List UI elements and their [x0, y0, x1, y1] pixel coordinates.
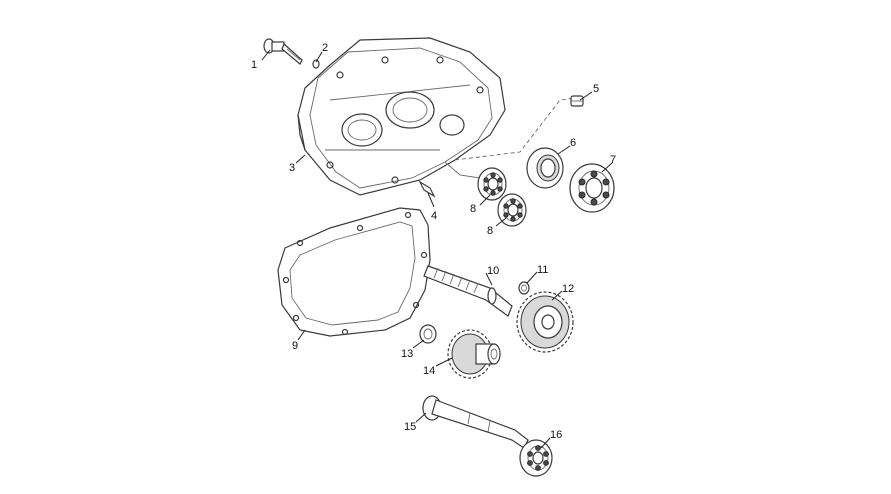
- part-13-washer: [419, 324, 437, 344]
- callout-7: 7: [610, 154, 616, 166]
- part-14-gear-cluster: [447, 329, 501, 379]
- callout-1: 1: [251, 59, 257, 71]
- part-5-plug: [570, 95, 584, 107]
- part-15-output-shaft: [422, 395, 529, 449]
- callout-6: 6: [570, 137, 576, 149]
- callout-3: 3: [289, 162, 295, 174]
- callout-11: 11: [537, 264, 548, 276]
- part-3-housing: [297, 37, 506, 196]
- callout-15: 15: [404, 421, 416, 433]
- callout-12: 12: [562, 283, 574, 295]
- part-9-gasket: [277, 207, 431, 337]
- callout-9: 9: [292, 340, 298, 352]
- callout-14: 14: [423, 365, 435, 377]
- callout-4: 4: [431, 210, 437, 222]
- callout-16: 16: [550, 429, 562, 441]
- part-16-bearing: [519, 439, 553, 477]
- callout-8-upper: 8: [470, 203, 476, 215]
- callout-10: 10: [487, 265, 499, 277]
- part-12-large-gear: [516, 291, 574, 353]
- leader-lines: [261, 49, 613, 449]
- part-7-bearing: [569, 163, 615, 213]
- part-6-oil-seal: [526, 147, 564, 189]
- alignment-line: [454, 97, 576, 161]
- part-2-washer: [312, 59, 320, 69]
- callout-2: 2: [322, 42, 328, 54]
- part-11-circlip: [518, 281, 530, 295]
- part-1-bolt: [263, 38, 303, 65]
- callout-5: 5: [593, 83, 599, 95]
- callout-8-lower: 8: [487, 225, 493, 237]
- part-4-dowel-pin: [418, 180, 436, 198]
- part-8-bearing-lower: [497, 193, 527, 227]
- callout-labels: 1 2 3 4 5 6 7 8 8 9 10 11 12 13 14 15 16: [251, 42, 616, 441]
- part-8-bearing-upper: [477, 167, 507, 201]
- callout-13: 13: [401, 348, 413, 360]
- part-10-splined-shaft: [423, 265, 513, 317]
